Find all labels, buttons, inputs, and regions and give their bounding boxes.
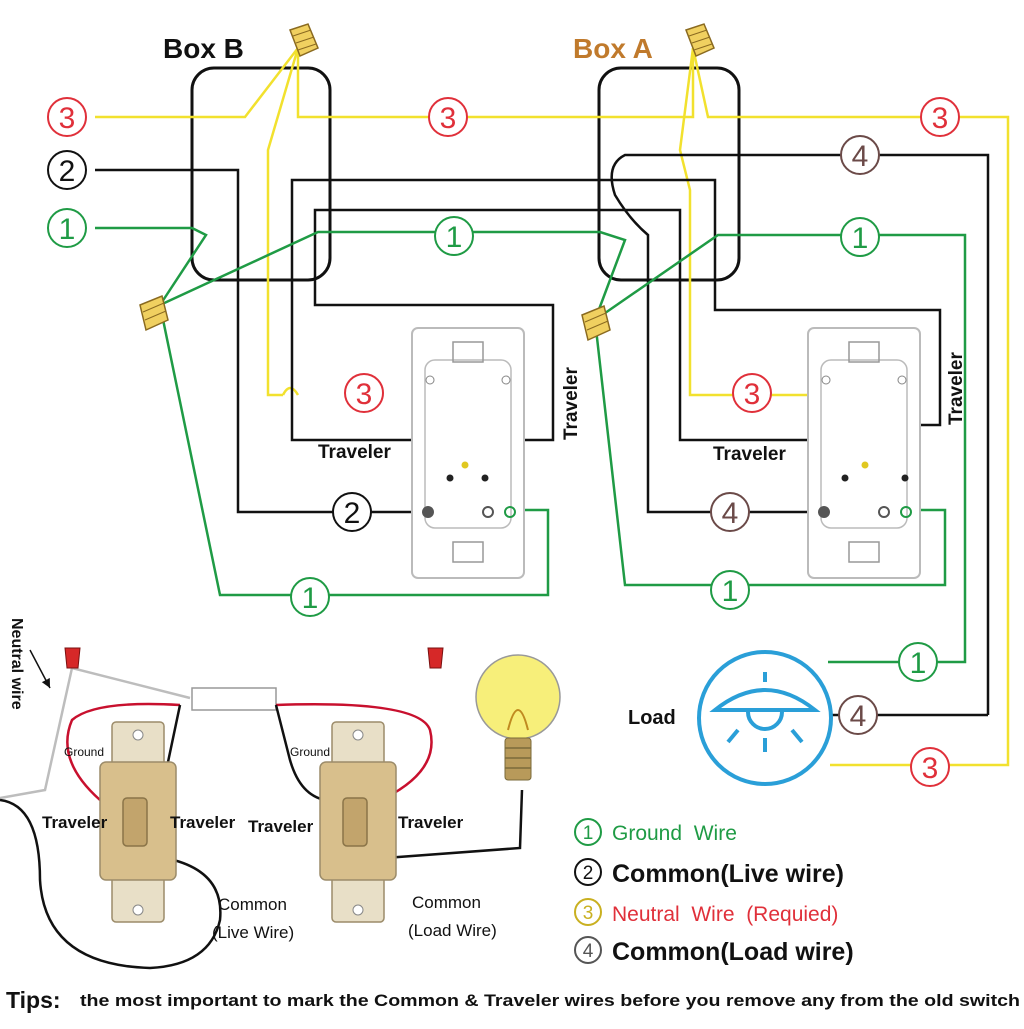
svg-text:Ground Wire: Ground Wire: [612, 822, 737, 845]
badge-common-load: 4: [710, 492, 750, 532]
badge-ground: 1: [434, 216, 474, 256]
common-live-label-sub: (Live Wire): [212, 923, 294, 942]
legend-item-ground: 1 Ground Wire: [574, 818, 737, 846]
box-b-outline: [190, 66, 332, 282]
traveler-label: Traveler: [398, 813, 464, 832]
tips-label: Tips:: [6, 987, 61, 1013]
smart-switch-icon: [807, 327, 921, 579]
svg-text:4: 4: [850, 700, 867, 733]
wire-number-badges: 3 2 1 3 1 3 4 1 3 3 2 4 1 1 1 4 3: [47, 97, 960, 787]
svg-text:Common(Load wire): Common(Load wire): [612, 938, 854, 966]
common-live-label: Common: [218, 895, 287, 914]
ground-label: Ground: [64, 745, 104, 759]
badge-neutral: 3: [344, 373, 384, 413]
badge-common-live: 2: [47, 150, 87, 190]
svg-text:3: 3: [440, 102, 457, 135]
svg-text:1: 1: [302, 582, 319, 615]
badge-ground: 1: [290, 577, 330, 617]
badge-common-load: 4: [838, 695, 878, 735]
wire-nut-icon: [139, 294, 169, 332]
svg-text:4: 4: [722, 497, 739, 530]
svg-text:3: 3: [583, 903, 594, 924]
svg-text:Common(Live wire): Common(Live wire): [612, 860, 844, 888]
wire-nut-icon: [427, 647, 444, 669]
badge-neutral: 3: [428, 97, 468, 137]
traveler-label: Traveler: [42, 813, 108, 832]
traveler-label: Traveler: [713, 444, 786, 465]
box-a-outline: [597, 66, 741, 282]
badge-neutral: 3: [732, 373, 772, 413]
light-bulb-icon: [475, 654, 561, 781]
badge-neutral: 3: [920, 97, 960, 137]
traveler-label-vertical: Traveler: [561, 367, 582, 440]
badge-ground: 1: [47, 208, 87, 248]
box-b-title: Box B: [163, 33, 244, 64]
box-a-title: Box A: [573, 33, 653, 64]
legend: 1 Ground Wire 2 Common(Live wire) 3 Neut…: [574, 818, 854, 966]
svg-text:2: 2: [583, 863, 594, 884]
legend-item-neutral: 3 Neutral Wire (Requied): [574, 898, 838, 926]
svg-text:3: 3: [922, 752, 939, 785]
lower-wires: [0, 666, 524, 970]
wire-nut-icon: [685, 23, 715, 58]
wire-nut-icon: [581, 304, 611, 342]
ground-wires: [95, 226, 967, 664]
traveler-label: Traveler: [318, 442, 391, 463]
tips-text: the most important to mark the Common & …: [80, 991, 1020, 1010]
ground-label: Ground: [290, 745, 330, 759]
svg-text:2: 2: [344, 497, 361, 530]
badge-neutral: 3: [910, 747, 950, 787]
svg-text:1: 1: [59, 213, 76, 246]
svg-text:1: 1: [583, 823, 594, 844]
svg-text:4: 4: [852, 140, 869, 173]
badge-neutral: 3: [47, 97, 87, 137]
svg-text:1: 1: [446, 221, 463, 254]
svg-text:2: 2: [59, 155, 76, 188]
wire-nut-icon: [289, 23, 319, 58]
traveler-label: Traveler: [248, 817, 314, 836]
load-label: Load: [628, 707, 676, 729]
svg-text:1: 1: [910, 647, 927, 680]
neutral-wire-label: Neutral wire: [8, 618, 25, 710]
svg-text:3: 3: [932, 102, 949, 135]
svg-text:1: 1: [852, 222, 869, 255]
lamp-icon: [697, 650, 833, 786]
toggle-switch-icon: [319, 721, 397, 923]
common-load-label: Common: [412, 893, 481, 912]
badge-ground: 1: [710, 570, 750, 610]
svg-text:3: 3: [59, 102, 76, 135]
svg-text:3: 3: [744, 378, 761, 411]
legend-item-common-load: 4 Common(Load wire): [574, 936, 854, 966]
traveler-label: Traveler: [170, 813, 236, 832]
wire-nut-icon: [64, 647, 81, 669]
traveler-label-vertical: Traveler: [946, 352, 967, 425]
badge-ground: 1: [898, 642, 938, 682]
svg-text:4: 4: [583, 941, 594, 962]
common-load-label-sub: (Load Wire): [408, 921, 497, 940]
svg-text:Neutral Wire (Requied): Neutral Wire (Requied): [612, 903, 838, 926]
svg-text:3: 3: [356, 378, 373, 411]
toggle-switch-icon: [99, 721, 177, 923]
badge-common-load: 4: [840, 135, 880, 175]
badge-ground: 1: [840, 217, 880, 257]
legend-item-common-live: 2 Common(Live wire): [574, 858, 844, 888]
svg-text:1: 1: [722, 575, 739, 608]
smart-switch-icon: [411, 327, 525, 579]
badge-common-live: 2: [332, 492, 372, 532]
